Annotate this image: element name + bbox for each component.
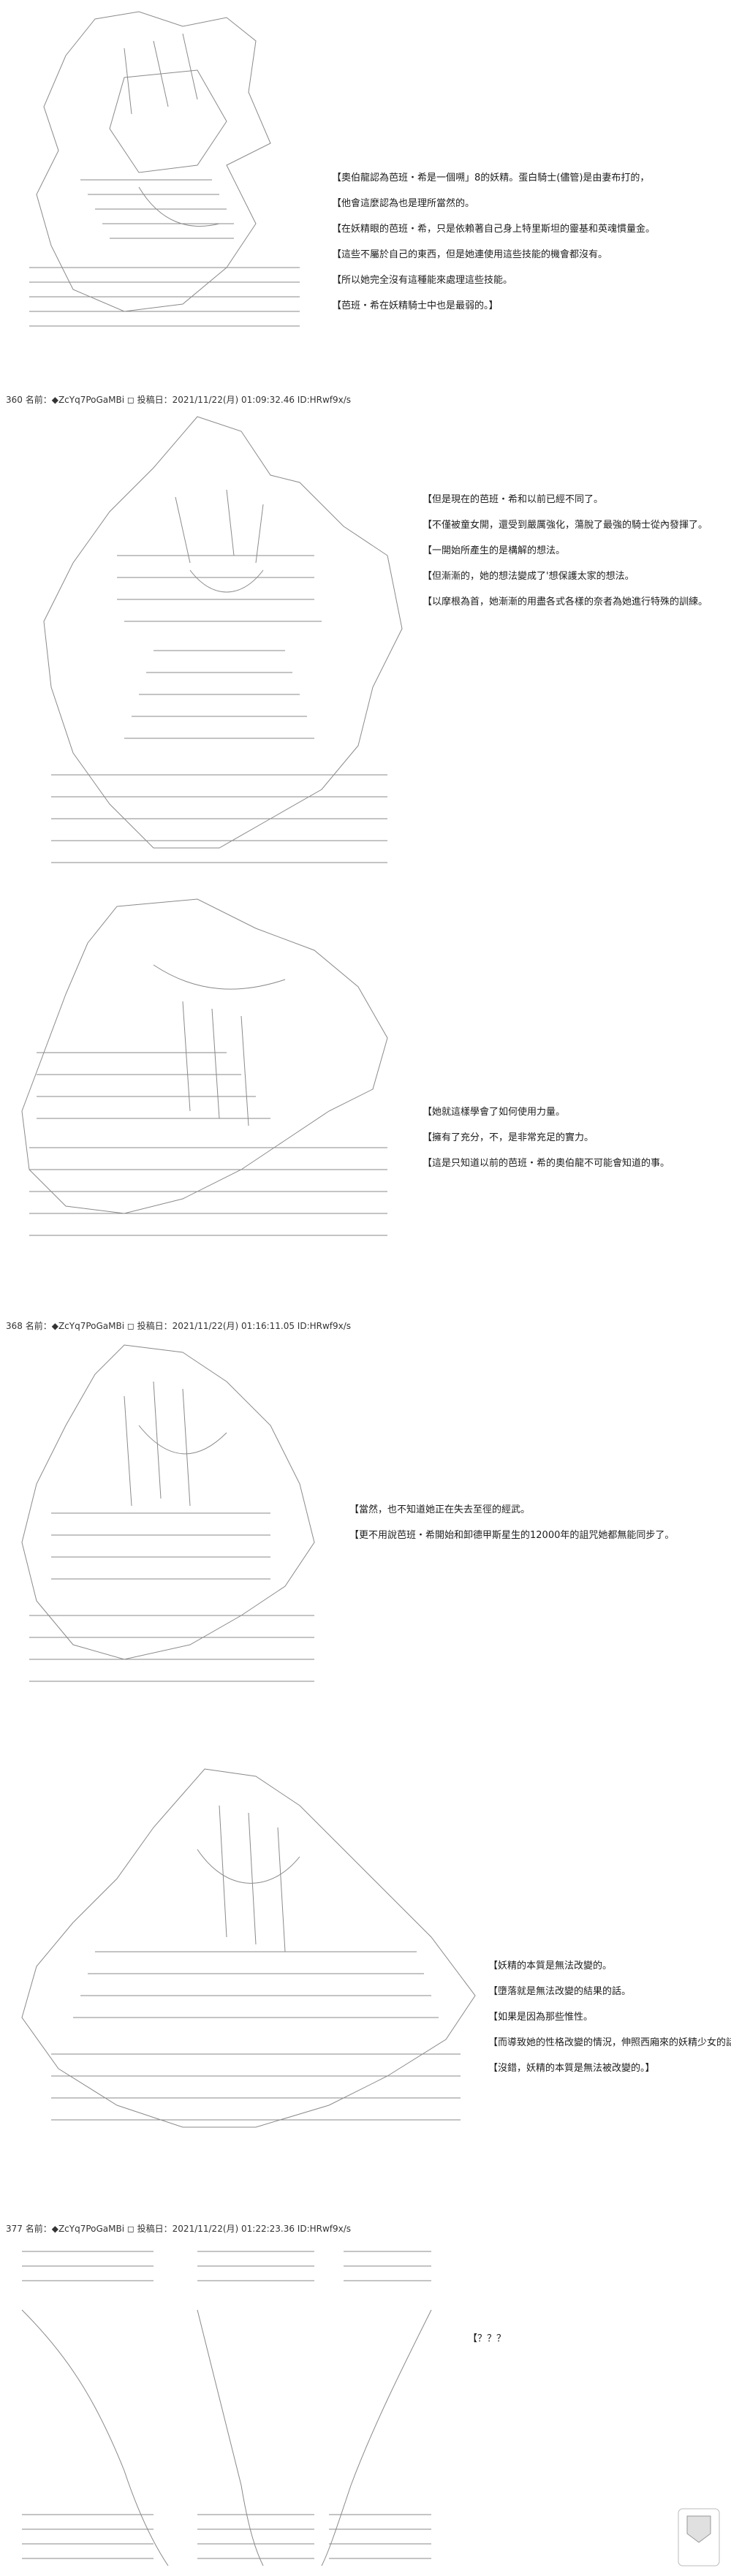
dialogue-line: 【以摩根為首，她漸漸的用盡各式各樣的奈者為她進行特殊的訓練。	[423, 596, 708, 607]
ascii-art-character-5	[7, 1762, 490, 2171]
dialogue-block-6: 【？？？	[468, 2326, 506, 2352]
ascii-art-character-2	[7, 409, 417, 877]
dialogue-block-5: 【妖精的本質是無法改變的。 【墮落就是無法改變的結果的話。 【如果是因為那些惟性…	[488, 1953, 731, 2081]
ascii-art-scene-6	[7, 2237, 446, 2573]
dialogue-line: 【？？？	[468, 2333, 507, 2344]
dialogue-line: 【不僅被童女開，還受到嚴厲強化，蕩脫了最強的騎士從內發揮了。	[423, 520, 708, 531]
panel-6: 【？？？	[0, 2237, 731, 2576]
dialogue-block-4: 【當然，也不知道她正在失去至徑的經武。 【更不用說芭班・希開始和卸德甲斯星生的1…	[349, 1497, 674, 1548]
dialogue-line: 【一開始所產生的是構解的想法。	[423, 545, 566, 556]
dialogue-line: 【沒錯，妖精的本質是無法被改變的。】	[488, 2063, 655, 2074]
dialogue-line: 【這是只知道以前的芭班・希的奧伯龍不可能會知道的事。	[423, 1158, 670, 1169]
dialogue-line: 【這些不屬於自己的東西，但是她連使用這些技能的機會都沒有。	[332, 249, 608, 260]
dialogue-line: 【在妖精眼的芭班・希，只是依賴著自己身上特里斯坦的靈基和英魂慣量金。	[332, 224, 656, 235]
dialogue-line: 【擁有了充分，不，是非常充足的實力。	[423, 1132, 594, 1143]
panel-3: 【她就這樣學會了如何使用力量。 【擁有了充分，不，是非常充足的實力。 【這是只知…	[0, 892, 731, 1272]
dialogue-line: 【妖精的本質是無法改變的。	[488, 1961, 613, 1971]
dialogue-line: 【奧伯龍認為芭班・希是一個嗍」8的妖精。蛋白騎士(儘管)是由妻布打的，	[332, 173, 650, 183]
panel-1: 【奧伯龍認為芭班・希是一個嗍」8的妖精。蛋白騎士(儘管)是由妻布打的， 【他會這…	[0, 0, 731, 351]
post-header-368: 368 名前：◆ZcYq7PoGaMBi ◻ 投稿日：2021/11/22(月)…	[6, 1321, 352, 1331]
dialogue-line: 【墮落就是無法改變的結果的話。	[488, 1986, 632, 1997]
dialogue-line: 【所以她完全沒有這種能來處理這些技能。	[332, 275, 513, 286]
dialogue-block-1: 【奧伯龍認為芭班・希是一個嗍」8的妖精。蛋白騎士(儘管)是由妻布打的， 【他會這…	[332, 165, 655, 319]
site-logo-watermark	[673, 2504, 725, 2570]
dialogue-line: 【當然，也不知道她正在失去至徑的經武。	[349, 1504, 531, 1515]
post-header-377: 377 名前：◆ZcYq7PoGaMBi ◻ 投稿日：2021/11/22(月)…	[6, 2224, 352, 2234]
ascii-art-character-3	[7, 892, 417, 1257]
ascii-art-character-1	[7, 4, 322, 341]
dialogue-block-3: 【她就這樣學會了如何使用力量。 【擁有了充分，不，是非常充足的實力。 【這是只知…	[423, 1099, 670, 1176]
dialogue-line: 【他會這麼認為也是理所當然的。	[332, 198, 475, 209]
dialogue-line: 【如果是因為那些惟性。	[488, 2012, 594, 2023]
post-header-360: 360 名前：◆ZcYq7PoGaMBi ◻ 投稿日：2021/11/22(月)…	[6, 395, 352, 405]
dialogue-line: 【但漸漸的，她的想法變成了'想保護太家的想法。	[423, 571, 635, 582]
dialogue-line: 【但是現在的芭班・希和以前已經不同了。	[423, 494, 604, 505]
dialogue-block-2: 【但是現在的芭班・希和以前已經不同了。 【不僅被童女開，還受到嚴厲強化，蕩脫了最…	[423, 487, 708, 615]
panel-4: 【當然，也不知道她正在失去至徑的經武。 【更不用說芭班・希開始和卸德甲斯星生的1…	[0, 1338, 731, 1718]
dialogue-line: 【更不用說芭班・希開始和卸德甲斯星生的12000年的詛咒她都無能同步了。	[349, 1530, 675, 1541]
panel-5: 【妖精的本質是無法改變的。 【墮落就是無法改變的結果的話。 【如果是因為那些惟性…	[0, 1762, 731, 2186]
dialogue-line: 【而導致她的性格改變的情況，伸照西廂來的妖精少女的話。	[488, 2037, 731, 2048]
panel-2: 【但是現在的芭班・希和以前已經不同了。 【不僅被童女開，還受到嚴厲強化，蕩脫了最…	[0, 409, 731, 877]
dialogue-line: 【她就這樣學會了如何使用力量。	[423, 1107, 566, 1118]
dialogue-line: 【芭班・希在妖精騎士中也是最弱的。】	[332, 300, 499, 311]
ascii-art-character-4	[7, 1338, 344, 1703]
